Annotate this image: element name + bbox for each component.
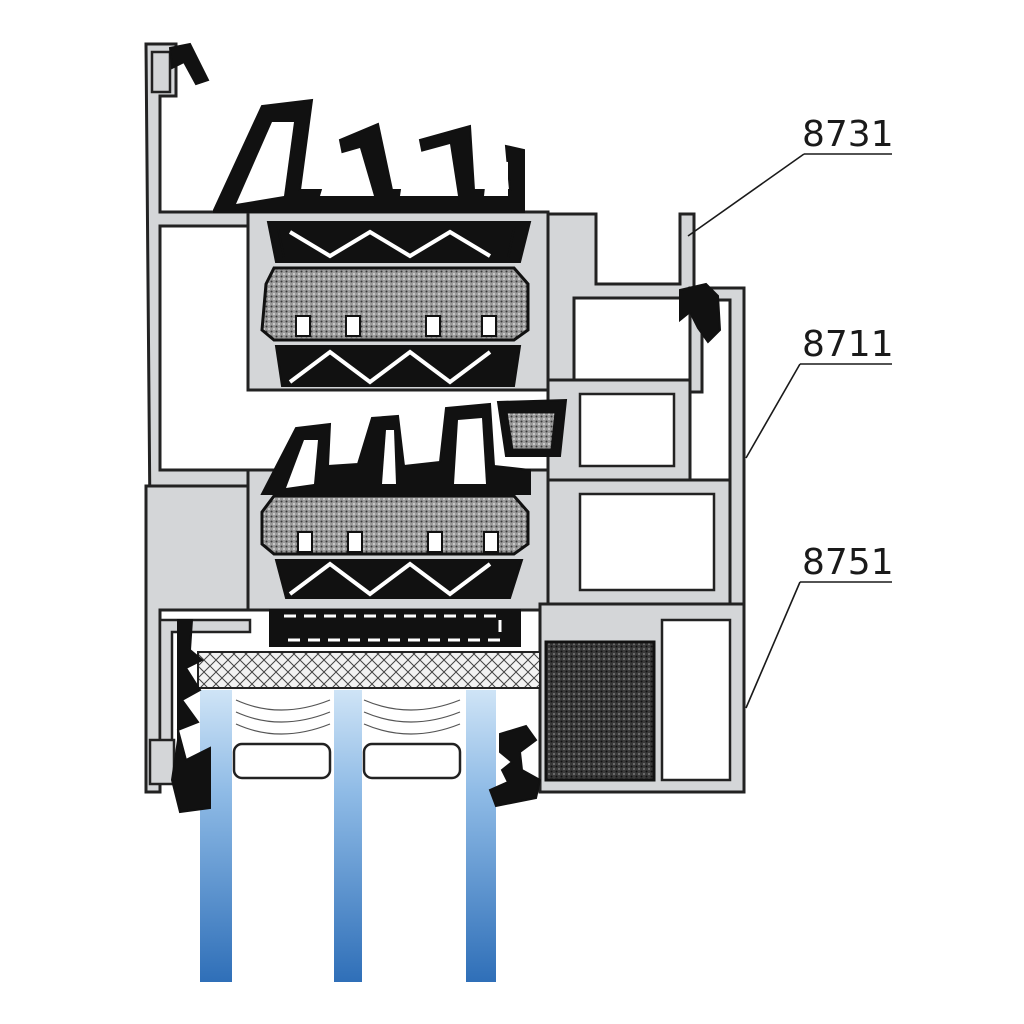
callout-8731: 8731: [687, 114, 894, 237]
glass-pane-1: [200, 690, 232, 982]
upper-thermal-break: [246, 210, 550, 392]
glazing-spacer: [197, 609, 541, 689]
glass-spacers: [232, 699, 462, 780]
gasket-icon: [168, 42, 722, 814]
glass-pane-2: [334, 690, 362, 982]
top-gasket-icon: [213, 98, 525, 213]
glass-pane-icon: [200, 690, 496, 982]
callout-8751: 8751: [745, 542, 894, 709]
lower-thermal-break: [246, 402, 550, 612]
callout-label-8711: 8711: [802, 324, 894, 365]
callout-label-8731: 8731: [802, 114, 894, 155]
callout-8711: 8711: [745, 324, 894, 459]
insulation-foam-icon: [544, 640, 656, 782]
glass-pane-3: [466, 690, 496, 982]
outer-frame-profile: [144, 42, 252, 794]
callout-label-8751: 8751: [802, 542, 894, 583]
insulation-foam-icon: [260, 266, 530, 342]
right-frame-profile: [496, 212, 746, 794]
